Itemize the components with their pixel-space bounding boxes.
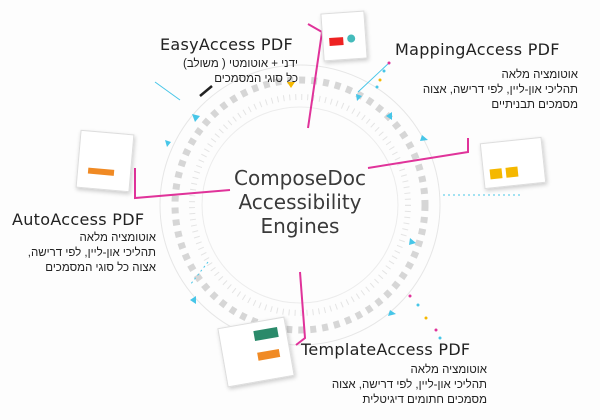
easyaccess-line-1: ידני + אוטומטי ( משולב) [183,58,298,70]
easyaccess-title: EasyAccess PDF [160,35,293,54]
autoaccess-line-2: תהליכי און-ליין, לפי דרישה, [27,247,156,259]
autoaccess-line-3: אצוה כל סוגי המסמכים [45,262,156,274]
document-thumbnail-top [320,10,368,62]
confetti-dots [375,61,442,340]
center-line-2: Accessibility [238,190,362,214]
mappingaccess-title: MappingAccess PDF [395,40,560,59]
inner-ring [201,106,399,304]
dashed-ring [171,76,429,334]
mappingaccess-line-2: תהליכי און-ליין, לפי דרישה, אצוה [422,84,578,96]
cyan-rays [154,61,520,286]
autoaccess-title: AutoAccess PDF [12,210,145,229]
document-thumbnail-left [75,129,135,193]
templateaccess-line-3: מסמכים חתומים דיגיטלית [362,394,487,406]
document-thumbnail-right [479,136,547,190]
templateaccess-line-1: אוטומציה מלאה [410,364,487,376]
tick-ring [189,94,411,316]
autoaccess-description: אוטומציה מלאה תהליכי און-ליין, לפי דרישה… [28,231,156,276]
templateaccess-description: אוטומציה מלאה תהליכי און-ליין, לפי דרישה… [332,363,487,408]
outer-ring [159,64,441,346]
mappingaccess-description: אוטומציה מלאה תהליכי און-ליין, לפי דרישה… [423,68,578,113]
document-thumbnail-bottom [217,316,295,388]
center-line-3: Engines [260,214,340,238]
mappingaccess-line-1: אוטומציה מלאה [501,69,578,81]
yellow-marker [287,82,295,88]
easyaccess-description: ידני + אוטומטי ( משולב) כל סוגי המסמכים [183,57,298,87]
center-line-1: ComposeDoc [234,166,366,190]
mappingaccess-line-3: מסמכים תבניתיים [491,99,578,111]
autoaccess-line-1: אוטומציה מלאה [79,232,156,244]
easyaccess-line-2: כל סוגי המסמכים [214,73,298,85]
arrow-markers [165,94,428,316]
dash-mark [199,85,213,97]
templateaccess-line-2: תהליכי און-ליין, לפי דרישה, אצוה [331,379,487,391]
center-title: ComposeDoc Accessibility Engines [215,166,385,238]
templateaccess-title: TemplateAccess PDF [301,340,471,359]
